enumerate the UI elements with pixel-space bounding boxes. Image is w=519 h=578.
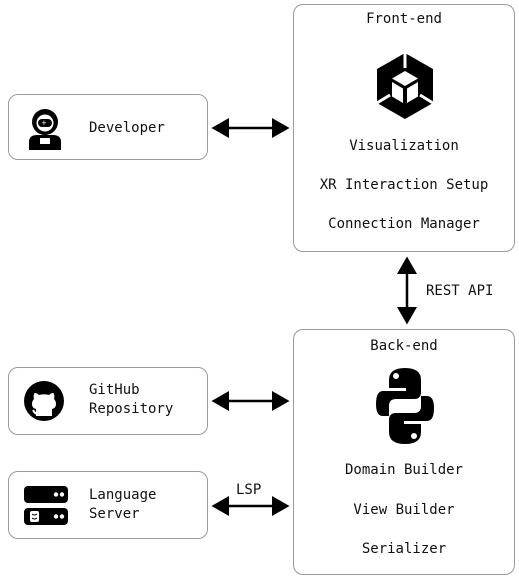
developer-label: Developer xyxy=(89,120,165,136)
github-repository-node: GitHub Repository xyxy=(8,367,208,435)
unity-logo-icon xyxy=(376,53,434,119)
developer-node: + Developer xyxy=(8,94,208,160)
backend-item-domain-builder: Domain Builder xyxy=(344,462,463,478)
rest-api-label: REST API xyxy=(426,283,494,299)
lsp-label: LSP xyxy=(236,482,262,498)
frontend-item-xr-interaction-setup: XR Interaction Setup xyxy=(319,177,489,193)
python-logo-icon xyxy=(376,368,434,444)
github-icon xyxy=(24,381,64,421)
frontend-node: Front-end Visualization XR Interaction S… xyxy=(293,4,515,252)
github-label: GitHub Repository xyxy=(89,382,174,417)
frontend-item-connection-manager: Connection Manager xyxy=(328,216,480,232)
backend-node: Back-end Domain Builder View Builder Ser… xyxy=(293,329,515,575)
backend-item-serializer: Serializer xyxy=(361,541,447,557)
astronaut-developer-icon: + xyxy=(29,109,61,150)
svg-text:+: + xyxy=(41,119,47,127)
backend-title: Back-end xyxy=(370,338,438,354)
frontend-title: Front-end xyxy=(366,11,442,27)
language-server-node: Language Server xyxy=(8,471,208,539)
backend-item-view-builder: View Builder xyxy=(353,502,455,518)
frontend-item-visualization: Visualization xyxy=(349,138,459,154)
language-server-label: Language Server xyxy=(89,487,157,522)
server-rack-icon xyxy=(24,486,68,525)
